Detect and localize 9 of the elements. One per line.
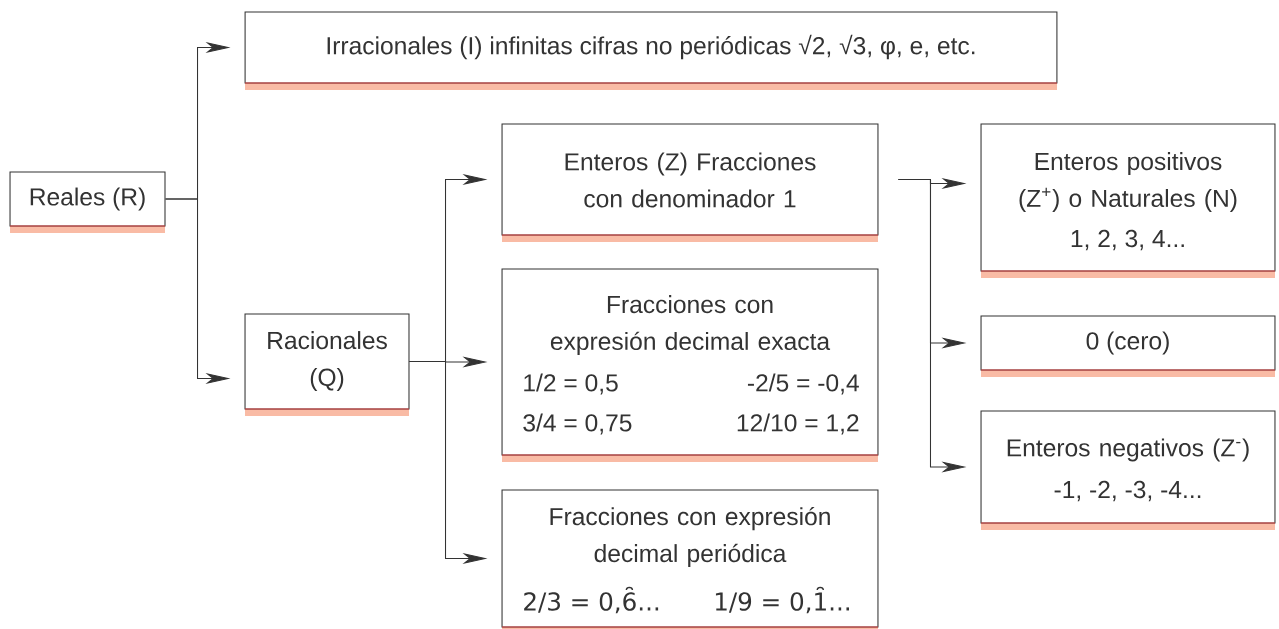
concept-box: Reales (R)	[9, 171, 166, 233]
concept-box: 0 (cero)	[980, 315, 1276, 377]
concept-box: Enteros positivos (Z$^{+}$) o Naturales (N) 1, 2, 3, 4...	[980, 123, 1276, 278]
concept-box: Fracciones con expresión decimal exacta 1/2 = 0,5 -2/5 = -0,4 3/4 = 0,75 12/10 = 1,2	[501, 268, 879, 462]
concept-box: Enteros (Z) Fracciones con denominador 1	[501, 123, 879, 242]
concept-box: Irracionales (I) infinitas cifras no periódicas √2, √3, φ, e, etc.	[244, 11, 1058, 90]
concept-box: Racionales (Q)	[244, 313, 410, 416]
concept-box: Fracciones con expresión decimal periódica 2/3 = 0,6̑... 1/9 = 0,1̑...	[501, 489, 879, 629]
concept-box: Enteros negativos (Z$^{-}$) -1, -2, -3, -4...	[980, 410, 1276, 530]
